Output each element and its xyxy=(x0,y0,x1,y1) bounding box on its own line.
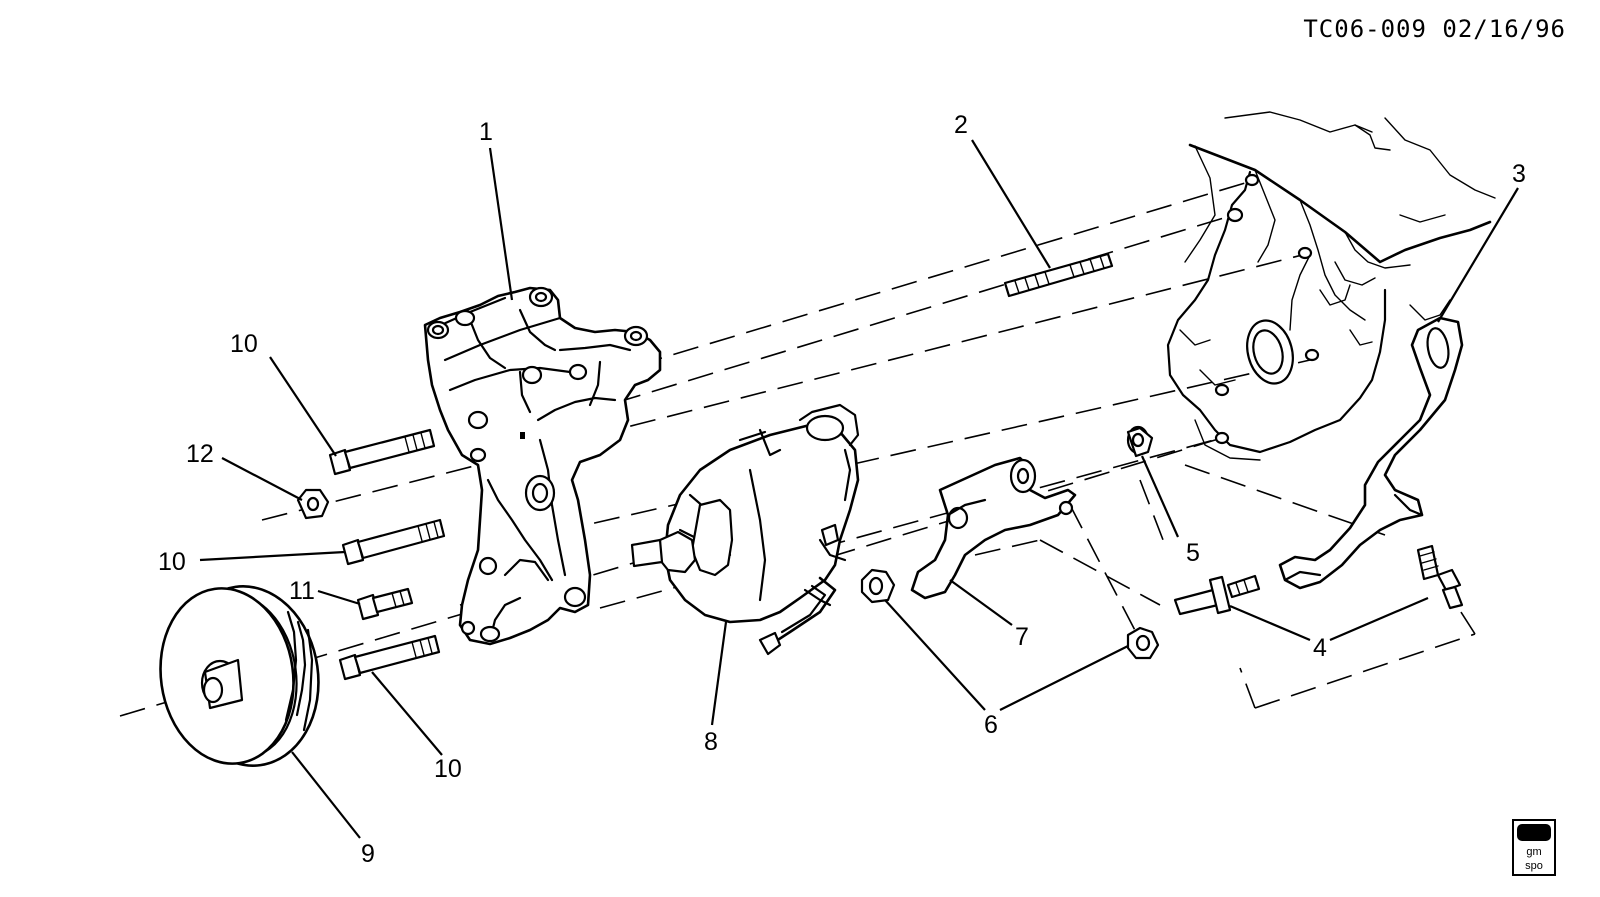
callout-11: 11 xyxy=(289,577,315,605)
callout-6: 6 xyxy=(984,711,998,739)
part-12-nut xyxy=(296,488,330,520)
part-11-bolt xyxy=(356,587,414,621)
callout-3: 3 xyxy=(1512,160,1526,188)
part-8-power-steering-pump xyxy=(630,403,860,656)
callout-9: 9 xyxy=(361,840,375,868)
part-2-stud xyxy=(1003,252,1114,298)
callout-10-bottom: 10 xyxy=(434,755,462,783)
callout-10-top: 10 xyxy=(230,330,258,358)
drawing-reference-code: TC06-009 02/16/96 xyxy=(1303,15,1566,43)
part-1-mounting-bracket xyxy=(423,286,662,646)
callout-12: 12 xyxy=(186,440,214,468)
callout-leader-lines xyxy=(199,139,1519,839)
part-3-brace xyxy=(1278,316,1464,590)
callout-5: 5 xyxy=(1186,539,1200,567)
svg-text:gm: gm xyxy=(1526,846,1541,858)
callout-4: 4 xyxy=(1313,634,1327,662)
callout-7: 7 xyxy=(1015,623,1029,651)
svg-text:spo: spo xyxy=(1525,860,1543,872)
part-10-bolts xyxy=(328,428,446,681)
part-4-studs xyxy=(1173,544,1464,616)
callout-10-middle: 10 xyxy=(158,548,186,576)
callout-1: 1 xyxy=(479,118,493,146)
callout-labels: 1 2 3 4 5 6 7 8 9 10 10 10 11 12 xyxy=(158,111,1526,868)
part-9-pulley xyxy=(159,585,320,767)
part-7-bracket xyxy=(910,456,1077,600)
part-6-nuts xyxy=(860,568,1160,660)
part-5-spacer xyxy=(1126,425,1154,458)
gm-spo-logo: gm spo xyxy=(1512,819,1556,876)
callout-2: 2 xyxy=(954,111,968,139)
callout-8: 8 xyxy=(704,728,718,756)
engine-block xyxy=(1166,111,1496,461)
